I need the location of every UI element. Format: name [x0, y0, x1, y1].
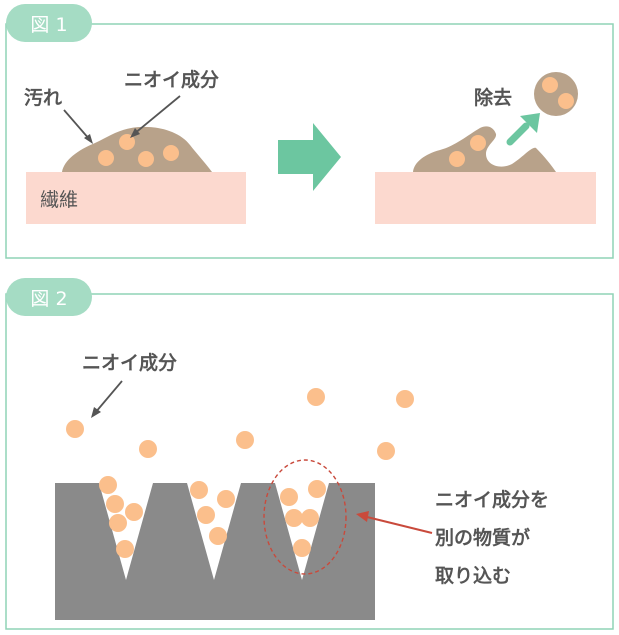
odor-particle [280, 488, 298, 506]
odor-particle [285, 509, 303, 527]
odor-particle [301, 509, 319, 527]
figure-1-tab-label: 図 1 [30, 14, 67, 36]
removed-dirt-ball [534, 72, 578, 116]
odor-particle [558, 93, 574, 109]
figure-2-tab-label: 図 2 [30, 288, 67, 310]
odor-label-fig2: ニオイ成分 [82, 351, 177, 374]
odor-particle [190, 481, 208, 499]
odor-particle [138, 151, 154, 167]
odor-particle [119, 134, 135, 150]
dirt-pointer-arrowhead [84, 134, 93, 144]
dirt-label: 汚れ [24, 87, 62, 109]
odor-particle [66, 420, 84, 438]
odor-particle [377, 442, 395, 460]
odor-particle [109, 514, 127, 532]
callout-line-3: 取り込む [435, 565, 511, 587]
figure-2: 図 2 ニオイ成分 ニオイ成分 [5, 278, 614, 630]
dirt-pointer-line [63, 109, 91, 141]
odor-particle [139, 440, 157, 458]
removal-label: 除去 [474, 86, 512, 109]
odor-particle [293, 539, 311, 557]
odor-particle [99, 476, 117, 494]
absorbent-material [55, 483, 375, 620]
odor-pointer-arrowhead [130, 128, 140, 138]
odor-pointer-line [133, 95, 181, 135]
odor-particle [98, 150, 114, 166]
odor-particle [470, 135, 486, 151]
odor-label-fig1: ニオイ成分 [124, 68, 219, 91]
odor-pointer-line-fig2 [94, 380, 123, 414]
highlight-ellipse [263, 459, 347, 575]
odor-particle [307, 388, 325, 406]
odor-particle [396, 390, 414, 408]
odor-particle [449, 151, 465, 167]
removal-arrow-shaft [506, 122, 530, 146]
fiber-label: 繊維 [40, 189, 78, 211]
odor-particle [217, 490, 235, 508]
odor-particle [116, 540, 134, 558]
odor-particle [125, 503, 143, 521]
odor-particle [236, 431, 254, 449]
fiber-right [375, 172, 596, 224]
removal-arrow-head [520, 113, 540, 133]
odor-particle [197, 506, 215, 524]
fiber-left [26, 172, 246, 224]
callout-line-2: 別の物質が [435, 526, 530, 549]
dirt-blob-right [413, 126, 556, 172]
callout-pointer-line [366, 516, 433, 534]
callout-line-1: ニオイ成分を [435, 488, 549, 511]
callout-pointer-arrowhead [356, 511, 369, 522]
odor-particle [542, 77, 558, 93]
odor-particle [106, 495, 124, 513]
process-arrow [278, 123, 341, 191]
odor-particle [209, 527, 227, 545]
figure-1: 図 1 繊維 汚れ ニオイ成分 除去 [5, 4, 614, 259]
odor-particle [163, 145, 179, 161]
figure-1-tab [6, 4, 92, 42]
figure-2-tab [6, 278, 92, 316]
odor-particle [308, 480, 326, 498]
odor-pointer-arrowhead-fig2 [91, 407, 101, 418]
